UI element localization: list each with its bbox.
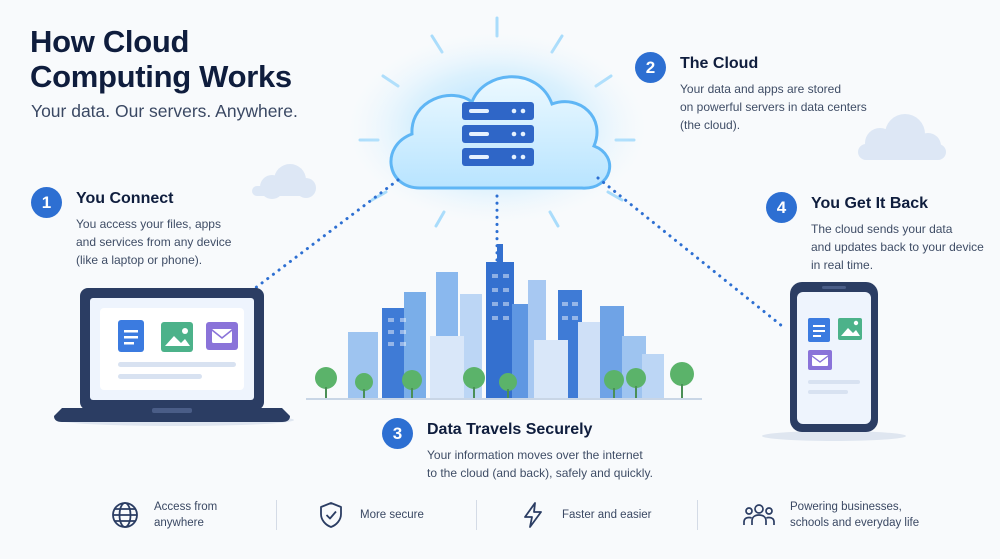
feature-divider	[476, 500, 477, 530]
step-title: You Connect	[76, 190, 174, 207]
step-title: Data Travels Securely	[427, 421, 593, 438]
document-icon	[118, 320, 144, 352]
shield-check-icon	[320, 502, 342, 528]
image-icon	[161, 322, 193, 352]
step-description: You access your files, apps and services…	[76, 215, 286, 269]
page-subtitle: Your data. Our servers. Anywhere.	[31, 101, 298, 121]
document-icon	[808, 318, 830, 342]
globe-icon	[112, 502, 138, 528]
small-cloud-right	[858, 114, 946, 160]
feature-text-line: Access from	[154, 501, 218, 513]
laptop-device	[54, 288, 294, 426]
feature-divider	[697, 500, 698, 530]
step-description: Your data and apps are stored on powerfu…	[680, 80, 890, 134]
phone-device	[762, 282, 906, 441]
step-title: You Get It Back	[811, 195, 929, 212]
city-skyline	[306, 244, 702, 400]
step-description-line: and services from any device	[76, 235, 232, 249]
server-stack-icon	[462, 102, 534, 166]
feature-divider	[276, 500, 277, 530]
feature-text-line: schools and everyday life	[790, 517, 920, 529]
feature-access-anywhere: Access from anywhere	[110, 485, 217, 545]
step-description-line: in real time.	[811, 258, 874, 272]
mail-icon	[206, 322, 238, 350]
people-icon	[743, 504, 775, 525]
feature-bar: Access from anywhere More secure Faster …	[0, 485, 1000, 545]
image-icon	[838, 318, 862, 340]
feature-text-line: Powering businesses,	[790, 501, 902, 513]
step-description-line: You access your files, apps	[76, 217, 221, 231]
step-number-badge: 4	[766, 192, 797, 223]
step-number-badge: 1	[31, 187, 62, 218]
feature-more-secure: More secure	[316, 485, 424, 545]
step-number-badge: 3	[382, 418, 413, 449]
step-description-line: The cloud sends your data	[811, 222, 953, 236]
step-title: The Cloud	[680, 55, 759, 72]
page-title-line-2: Computing Works	[30, 59, 292, 94]
step-description-line: Your data and apps are stored	[680, 82, 842, 96]
page-title-line-1: How Cloud	[30, 24, 190, 59]
step-number-badge: 2	[635, 52, 666, 83]
step-description-line: on powerful servers in data centers	[680, 100, 867, 114]
step-description: The cloud sends your data and updates ba…	[811, 220, 991, 274]
feature-powering-businesses: Powering businesses, schools and everyda…	[742, 485, 919, 545]
step-description-line: (like a laptop or phone).	[76, 253, 203, 267]
page-title: How Cloud Computing Works	[30, 24, 292, 94]
connection-lines	[248, 176, 784, 328]
lightning-icon	[524, 502, 542, 528]
feature-text-line: More secure	[360, 509, 424, 521]
step-description-line: to the cloud (and back), safely and quic…	[427, 466, 653, 480]
mail-icon	[808, 350, 832, 370]
feature-text-line: anywhere	[154, 517, 204, 529]
feature-faster-easier: Faster and easier	[518, 485, 652, 545]
step-description-line: (the cloud).	[680, 118, 741, 132]
step-description-line: and updates back to your device	[811, 240, 984, 254]
step-description-line: Your information moves over the internet	[427, 448, 643, 462]
feature-text-line: Faster and easier	[562, 509, 652, 521]
small-cloud-left	[252, 164, 316, 199]
step-description: Your information moves over the internet…	[427, 446, 687, 482]
